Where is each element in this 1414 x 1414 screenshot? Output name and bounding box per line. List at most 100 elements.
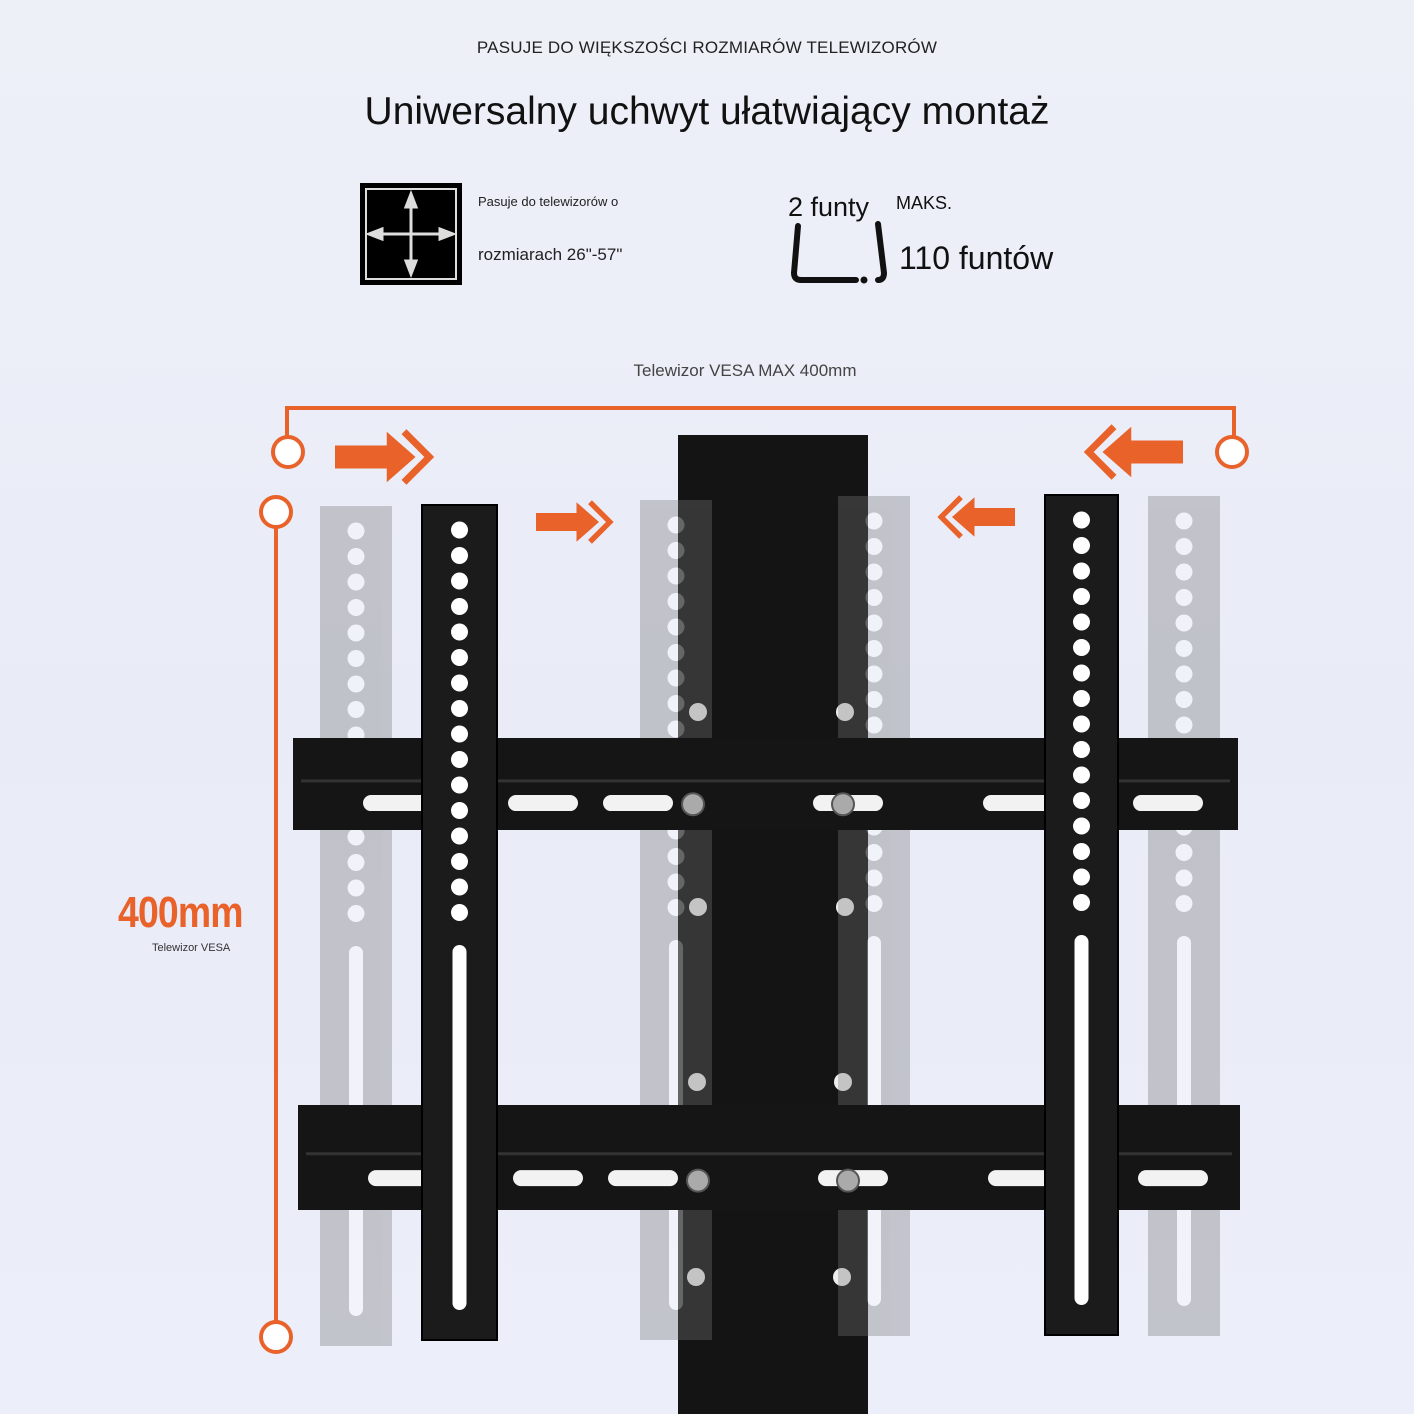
arm-hole xyxy=(667,720,685,738)
size-text-line1: Pasuje do telewizorów o xyxy=(478,194,619,209)
max-weight: 110 funtów xyxy=(899,240,1054,276)
arm-hole xyxy=(1175,895,1193,912)
arm-hole xyxy=(667,899,685,916)
arm-hole xyxy=(451,521,468,539)
column-hole xyxy=(836,898,854,916)
column-hole xyxy=(689,898,707,916)
eyebrow-text: PASUJE DO WIĘKSZOŚCI ROZMIARÓW TELEWIZOR… xyxy=(476,38,938,57)
arm-hole xyxy=(667,669,685,687)
arm-hole xyxy=(865,895,883,912)
arrow-chevron xyxy=(1083,424,1117,480)
arm-hole xyxy=(347,599,365,616)
arm-hole xyxy=(1073,537,1090,554)
column-hole xyxy=(834,1073,852,1091)
arm-hole xyxy=(1175,665,1193,683)
dimension-endpoint xyxy=(259,495,293,529)
arm-hole xyxy=(667,542,685,559)
arm-hole xyxy=(451,623,468,641)
dimension-endpoint xyxy=(259,1320,293,1354)
arm-hole xyxy=(1073,664,1090,682)
arm-hole xyxy=(1175,538,1193,555)
arm-hole xyxy=(1175,691,1193,708)
arm-hole xyxy=(451,878,468,896)
arm-hole xyxy=(1073,639,1090,656)
arm-hole xyxy=(865,614,883,632)
arm-hole xyxy=(1175,640,1193,657)
arm-hole xyxy=(865,563,883,581)
rail-edge xyxy=(301,779,1230,783)
arrow-chevron xyxy=(937,495,963,539)
arm-hole xyxy=(667,848,685,865)
arm-hole xyxy=(865,589,883,606)
arm-hole xyxy=(347,573,365,591)
arm-hole xyxy=(1073,817,1090,835)
arm-hole xyxy=(865,640,883,657)
tv-size-icon xyxy=(360,183,462,285)
arm-hole xyxy=(1073,792,1090,809)
arm-hole xyxy=(1073,843,1090,860)
weight-bracket-icon xyxy=(790,221,888,284)
arm-ghost-position xyxy=(320,506,392,1346)
arm-hole xyxy=(451,827,468,845)
rail-slot xyxy=(1138,1170,1208,1187)
arrow-body xyxy=(952,497,1015,537)
arm-hole xyxy=(347,854,365,871)
arm-hole xyxy=(451,700,468,717)
screw-icon xyxy=(686,1168,710,1193)
rail-slot xyxy=(988,1170,1058,1187)
arm-hole xyxy=(347,675,365,693)
arrow-body xyxy=(335,431,416,483)
rail-slot xyxy=(363,795,433,812)
arm-hole xyxy=(451,547,468,564)
arm-hole xyxy=(1073,715,1090,733)
arm-hole xyxy=(451,649,468,666)
arm-hole xyxy=(347,879,365,897)
screw-icon xyxy=(681,792,705,817)
arm-hole xyxy=(451,802,468,819)
height-dimension-value: 400mm xyxy=(118,888,244,937)
arm-hole xyxy=(451,674,468,692)
min-weight: 2 funty xyxy=(788,192,870,222)
column-hole xyxy=(689,703,707,721)
arrow-chevron xyxy=(401,429,435,485)
max-weight-label: MAKS. xyxy=(896,193,953,213)
dimension-lines xyxy=(259,406,1249,1354)
arrow-left-icon xyxy=(937,495,1015,539)
arrow-body xyxy=(1102,426,1183,478)
arm-hole xyxy=(865,869,883,887)
rail-slot xyxy=(603,795,673,812)
dimension-endpoint xyxy=(271,435,305,469)
arm-hole xyxy=(667,516,685,534)
arm-hole xyxy=(865,512,883,530)
arm-hole xyxy=(451,904,468,921)
arm-hole xyxy=(865,844,883,861)
arm-hole xyxy=(1175,614,1193,632)
arm-hole xyxy=(865,665,883,683)
rail-slot xyxy=(1133,795,1203,812)
mount-hardware xyxy=(293,435,1240,1414)
column-hole xyxy=(688,1073,706,1091)
arm-ghost-position xyxy=(640,500,712,1340)
arm-hole xyxy=(667,567,685,585)
arm-hole xyxy=(347,905,365,922)
arm-hole xyxy=(865,716,883,734)
arm-hole xyxy=(451,725,468,743)
mount-column xyxy=(678,435,868,1414)
arm-hole xyxy=(1073,766,1090,784)
arm-hole xyxy=(1175,716,1193,734)
arm-hole xyxy=(865,691,883,708)
rail-slot xyxy=(513,1170,583,1187)
rail-slot xyxy=(508,795,578,812)
arm-hole xyxy=(347,548,365,565)
arm-hole xyxy=(451,598,468,615)
arm-hole xyxy=(1073,894,1090,911)
arm-hole xyxy=(1073,511,1090,529)
vesa-arm xyxy=(421,504,498,1341)
arrow-chevron xyxy=(588,500,614,544)
arm-hole xyxy=(667,618,685,636)
arm-hole xyxy=(1175,844,1193,861)
dimension-endpoint xyxy=(1215,435,1249,469)
arm-hole xyxy=(347,650,365,667)
arm-hole xyxy=(667,644,685,661)
